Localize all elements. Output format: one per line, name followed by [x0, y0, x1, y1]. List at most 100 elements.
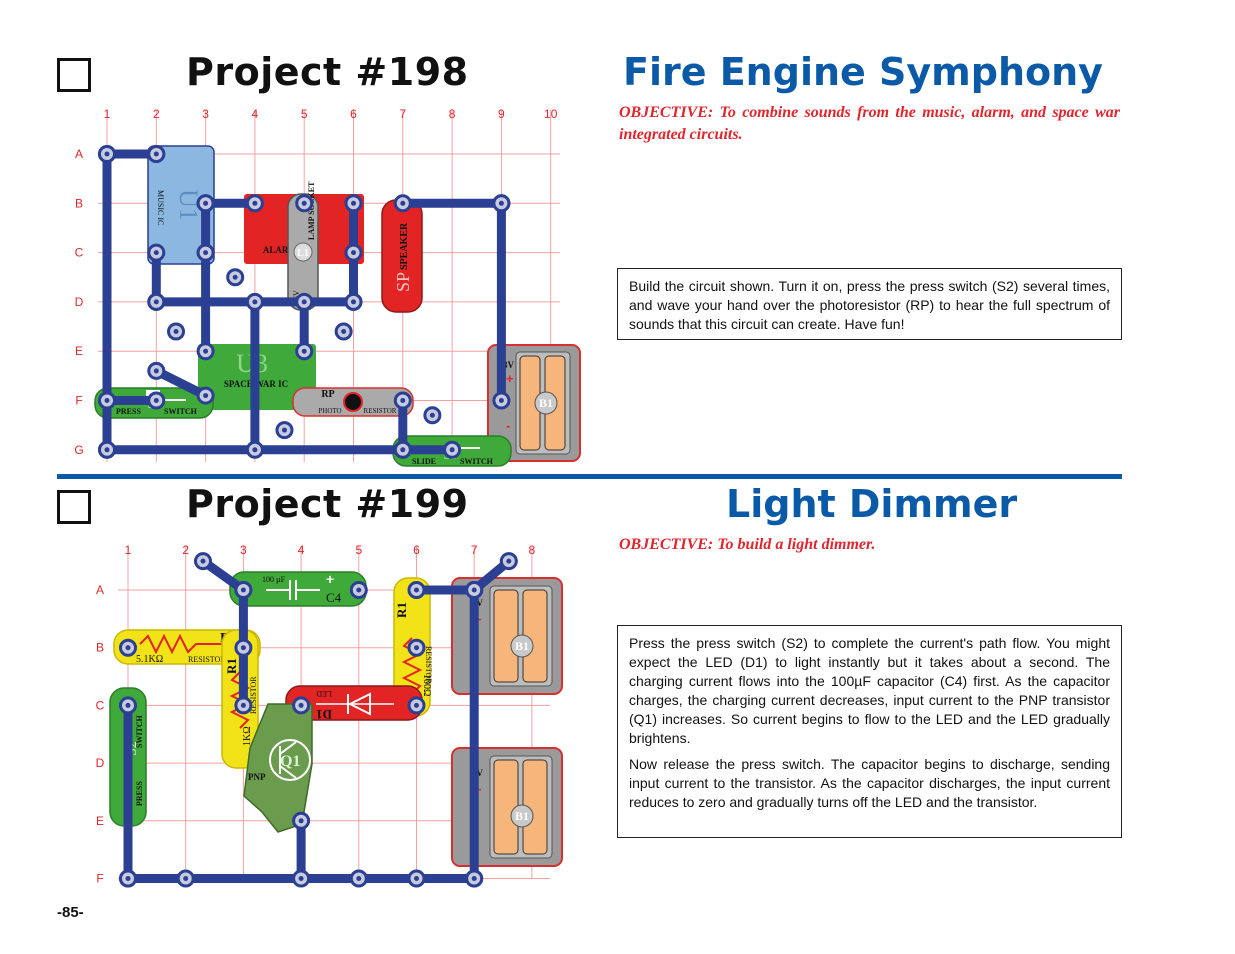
- snap-center: [498, 398, 504, 403]
- snap-center: [414, 645, 419, 651]
- q1-label: PNP: [248, 772, 266, 782]
- project-198-instructions: Build the circuit shown. Turn it on, pre…: [617, 268, 1122, 340]
- snap-center: [203, 348, 209, 354]
- r2-value: 5.1KΩ: [136, 654, 163, 665]
- row-label: C: [96, 698, 105, 712]
- r1-value: 1KΩ: [242, 726, 253, 746]
- svg-text:-: -: [506, 418, 510, 433]
- speaker-symbol: SP: [393, 272, 413, 292]
- column-label: 2: [153, 107, 160, 121]
- column-label: 4: [252, 107, 259, 121]
- d1-label: LED: [316, 689, 332, 698]
- row-label: C: [75, 246, 84, 260]
- column-label: 7: [471, 543, 478, 557]
- section-divider: [57, 474, 1122, 479]
- s2-left-label: PRESS: [116, 407, 141, 416]
- s1-right-label: SWITCH: [460, 457, 494, 466]
- snap-center: [153, 398, 159, 403]
- page-number: -85-: [57, 904, 84, 921]
- column-label: 9: [498, 107, 505, 121]
- row-label: F: [96, 872, 103, 886]
- s2-199-left-label: PRESS: [135, 781, 144, 806]
- snap-center: [104, 151, 110, 157]
- c4-symbol: C4: [326, 590, 342, 605]
- r3-value: 100Ω: [421, 674, 432, 696]
- s1-left-label: SLIDE: [412, 457, 436, 466]
- d1-symbol: D1: [316, 707, 332, 722]
- snaps-199: [119, 552, 518, 888]
- snap-center: [203, 200, 209, 206]
- project-198-checkbox[interactable]: [57, 58, 91, 92]
- snap-center: [400, 200, 406, 206]
- rp-symbol: RP: [321, 389, 334, 400]
- snap-center: [298, 876, 304, 881]
- s2-right-label: SWITCH: [164, 407, 198, 416]
- project-199-checkbox[interactable]: [57, 490, 91, 524]
- row-label: D: [75, 295, 84, 309]
- snap-center: [298, 702, 304, 708]
- snap-center: [506, 558, 512, 564]
- snap-center: [281, 427, 287, 433]
- snap-center: [351, 250, 356, 256]
- snap-center: [203, 393, 209, 399]
- column-label: 5: [355, 543, 362, 557]
- snap-center: [200, 558, 206, 564]
- s2-199-right-label: SWITCH: [135, 714, 144, 748]
- snap-center: [153, 250, 159, 256]
- snap-center: [351, 299, 356, 305]
- led-d1: D1 LED: [285, 685, 423, 722]
- snap-center: [341, 328, 347, 334]
- svg-text:+: +: [506, 371, 514, 386]
- lamp-socket-l1: L1 LAMP SOCKET 6V: [287, 181, 319, 311]
- project-199-title: Project #199: [186, 482, 469, 526]
- c4-value: 100 µF: [262, 575, 286, 584]
- project-198-objective: OBJECTIVE: To combine sounds from the mu…: [619, 104, 1120, 143]
- r3-symbol: R1: [394, 602, 409, 618]
- snap-center: [301, 200, 307, 206]
- lamp-symbol: L1: [297, 248, 309, 259]
- snap-center: [252, 200, 258, 206]
- r1-label: RESISTOR: [249, 676, 258, 714]
- snap-center: [153, 151, 159, 157]
- snap-center: [125, 645, 131, 651]
- column-label: 7: [399, 107, 406, 121]
- snap-center: [301, 348, 307, 354]
- rp-right-label: RESISTOR: [364, 407, 397, 415]
- project-198-instructions-text: Build the circuit shown. Turn it on, pre…: [629, 278, 1110, 332]
- r2-label: RESISTOR: [188, 655, 226, 664]
- column-label: 8: [529, 543, 536, 557]
- row-label: D: [96, 756, 105, 770]
- column-label: 1: [104, 107, 111, 121]
- snap-center: [356, 876, 362, 881]
- svg-text:+: +: [326, 571, 334, 587]
- lamp-voltage: 6V: [292, 290, 301, 300]
- snap-center: [400, 447, 406, 453]
- project-198-title: Project #198: [186, 50, 469, 94]
- snap-center: [153, 368, 159, 374]
- snap-center: [240, 645, 246, 651]
- snap-center: [183, 876, 189, 881]
- snap-center: [414, 876, 419, 881]
- column-label: 3: [202, 107, 209, 121]
- rp-left-label: PHOTO: [318, 407, 341, 415]
- row-label: E: [96, 814, 104, 828]
- row-label: B: [75, 196, 83, 210]
- snap-center: [240, 702, 246, 708]
- snap-center: [356, 587, 362, 593]
- snap-center: [104, 398, 110, 403]
- snap-center: [471, 587, 477, 593]
- snap-center: [125, 876, 131, 881]
- project-199-paragraph-1: Press the press switch (S2) to complete …: [629, 635, 1110, 746]
- snap-center: [203, 250, 209, 256]
- column-label: 1: [125, 543, 132, 557]
- snap-center: [125, 702, 131, 708]
- speaker-sp: SP SPEAKER: [381, 199, 423, 313]
- battery-bottom-label: B1: [515, 809, 529, 823]
- snaps-198: [98, 145, 511, 459]
- row-label: G: [74, 443, 83, 457]
